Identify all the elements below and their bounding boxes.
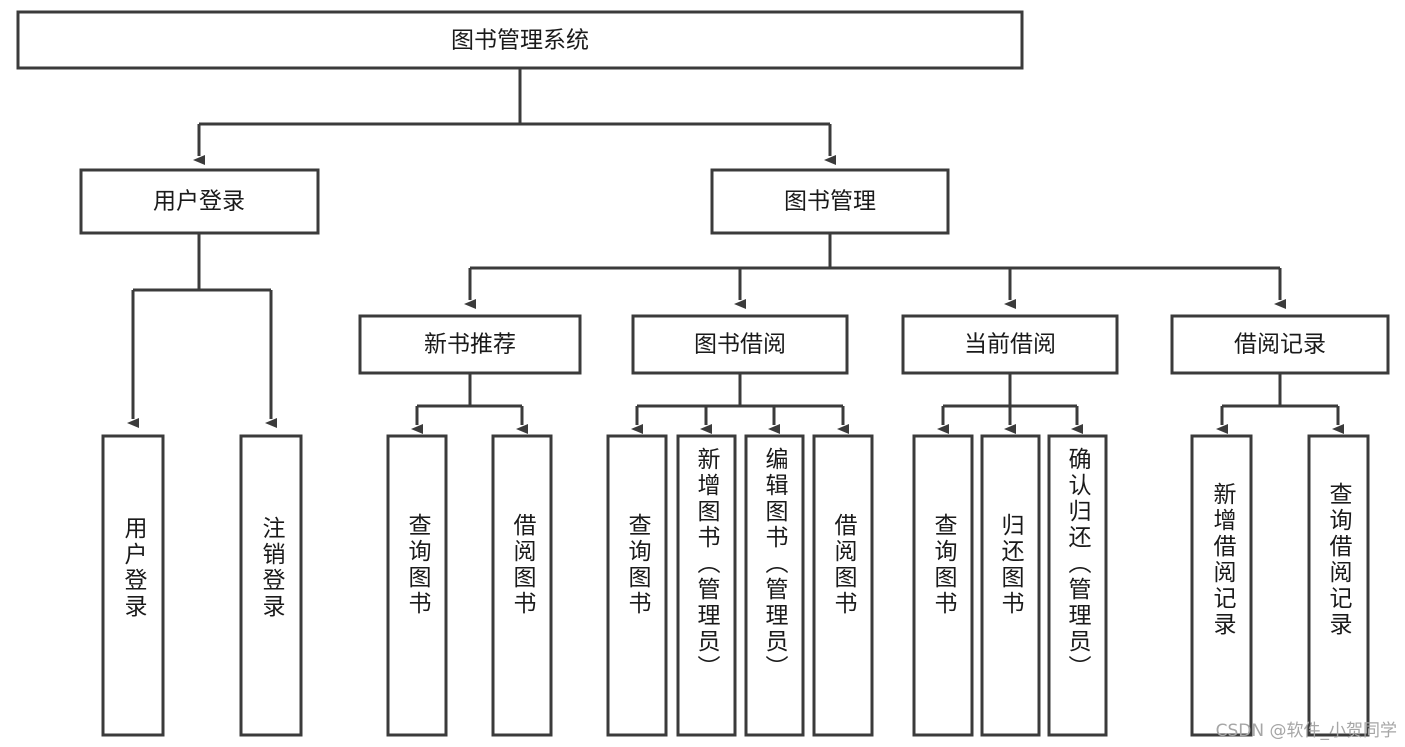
node-label-leaf-current-borrow-2: 确认归还（管理员） [1064, 447, 1091, 681]
node-box-current-borrow[interactable] [901, 314, 1119, 375]
node-label-borrow-record: 借阅记录 [1234, 332, 1326, 358]
node-label-leaf-user-login-1: 注销登录 [258, 516, 285, 620]
node-label-leaf-book-borrow-0: 查询图书 [624, 513, 651, 617]
connector-group-root [193, 68, 836, 165]
connector-group-borrow-record [1216, 373, 1344, 434]
node-label-leaf-current-borrow-0: 查询图书 [930, 513, 957, 617]
connector-group-new-book [411, 373, 528, 434]
node-box-new-book-recommend[interactable] [358, 314, 582, 375]
node-label-leaf-new-book-1: 借阅图书 [509, 513, 536, 617]
connector-group-current-borrow [937, 373, 1083, 434]
node-box-leaf-current-borrow-1[interactable] [980, 434, 1041, 737]
node-box-leaf-current-borrow-0[interactable] [912, 434, 974, 737]
node-label-leaf-user-login-0: 用户登录 [120, 516, 147, 620]
node-box-leaf-book-borrow-2[interactable] [744, 434, 805, 737]
node-box-borrow-record[interactable] [1170, 314, 1390, 375]
node-box-book-borrow[interactable] [631, 314, 849, 375]
node-box-leaf-borrow-record-0[interactable] [1190, 434, 1253, 737]
watermark-text: CSDN @软件_小贺同学 [1215, 721, 1397, 741]
node-box-leaf-user-login-1[interactable] [239, 434, 303, 737]
node-label-leaf-new-book-0: 查询图书 [404, 513, 431, 617]
node-label-leaf-borrow-record-1: 查询借阅记录 [1325, 482, 1352, 638]
node-label-root: 图书管理系统 [451, 28, 589, 54]
node-label-leaf-borrow-record-0: 新增借阅记录 [1209, 482, 1236, 638]
node-box-leaf-borrow-record-1[interactable] [1307, 434, 1370, 737]
connector-group-book-mgmt [464, 233, 1286, 309]
node-label-leaf-book-borrow-2: 编辑图书（管理员） [761, 447, 788, 681]
node-box-leaf-book-borrow-1[interactable] [676, 434, 737, 737]
node-label-leaf-book-borrow-1: 新增图书（管理员） [693, 447, 720, 681]
node-box-leaf-book-borrow-3[interactable] [812, 434, 874, 737]
node-label-new-book-recommend: 新书推荐 [424, 332, 516, 358]
node-label-book-management: 图书管理 [784, 189, 876, 215]
node-label-user-login: 用户登录 [153, 189, 245, 215]
node-box-leaf-book-borrow-0[interactable] [606, 434, 668, 737]
node-box-leaf-current-borrow-2[interactable] [1047, 434, 1108, 737]
node-box-root[interactable] [16, 10, 1024, 70]
connector-group-user-login [127, 233, 277, 428]
node-box-user-login[interactable] [79, 168, 320, 235]
connector-group-book-borrow [631, 373, 849, 434]
node-label-book-borrow: 图书借阅 [694, 332, 786, 358]
node-label-leaf-book-borrow-3: 借阅图书 [830, 513, 857, 617]
node-box-leaf-new-book-1[interactable] [491, 434, 553, 737]
node-box-leaf-new-book-0[interactable] [386, 434, 448, 737]
node-box-leaf-user-login-0[interactable] [101, 434, 165, 737]
node-box-book-management[interactable] [710, 168, 950, 235]
node-label-current-borrow: 当前借阅 [964, 332, 1056, 358]
node-label-leaf-current-borrow-1: 归还图书 [997, 513, 1024, 617]
